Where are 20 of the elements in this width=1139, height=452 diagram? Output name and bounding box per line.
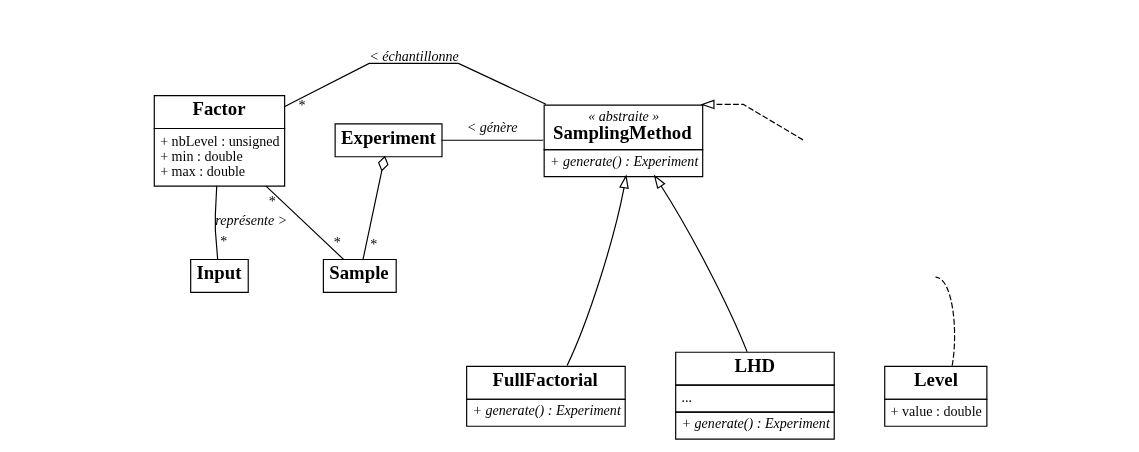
label: * [333, 233, 341, 250]
arrow [699, 99, 804, 141]
edge-label: représente > [214, 211, 287, 228]
label: * [268, 192, 276, 209]
node-box: Input [189, 258, 249, 293]
connector [362, 155, 389, 260]
connector [214, 185, 218, 260]
edge-label: < génère [466, 118, 517, 135]
label: * [297, 96, 305, 113]
connector [283, 62, 547, 108]
connector [934, 276, 955, 367]
connector [440, 139, 544, 141]
arrow [566, 174, 629, 366]
label: * [369, 235, 377, 252]
arrow [653, 174, 748, 353]
edge-label: < échantillonne [368, 47, 459, 64]
node-box: Experiment [334, 123, 443, 158]
node-box: Sample [322, 258, 397, 293]
label: * [219, 233, 227, 250]
connector [264, 185, 344, 261]
